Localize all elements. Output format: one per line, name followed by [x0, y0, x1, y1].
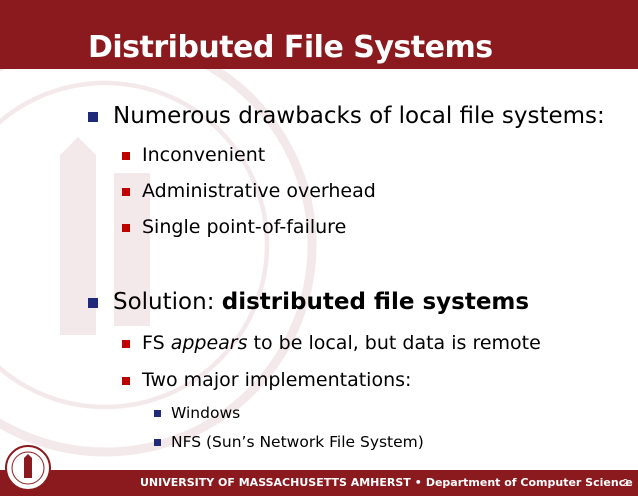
- bullet-text-pre: FS: [142, 332, 171, 354]
- bullet-text: Inconvenient: [142, 144, 266, 166]
- bullet-square-icon: [88, 112, 98, 122]
- bullet-text: Windows: [171, 404, 241, 422]
- bullet-text: Single point-of-failure: [142, 216, 347, 238]
- bullet-local-fs-drawbacks: Numerous drawbacks of local file systems…: [88, 103, 605, 129]
- bullet-two-implementations: Two major implementations:: [122, 369, 412, 391]
- slide-title: Distributed File Systems: [88, 30, 493, 65]
- bullet-nfs: NFS (Sun’s Network File System): [154, 433, 424, 451]
- header-band: [0, 0, 638, 69]
- bullet-square-icon: [122, 224, 130, 232]
- page-number: 2: [622, 478, 628, 489]
- bullet-square-icon: [122, 340, 130, 348]
- bullet-text: NFS (Sun’s Network File System): [171, 433, 424, 451]
- bullet-text-bold: distributed file systems: [221, 289, 530, 315]
- bullet-windows: Windows: [154, 404, 241, 422]
- footer-text: UNIVERSITY OF MASSACHUSETTS AMHERST•Depa…: [140, 476, 633, 489]
- umass-seal-logo-icon: [5, 445, 51, 491]
- bullet-square-icon: [154, 439, 161, 446]
- bullet-list: Numerous drawbacks of local file systems…: [88, 103, 605, 451]
- bullet-inconvenient: Inconvenient: [122, 144, 266, 166]
- bullet-text: Numerous drawbacks of local file systems…: [113, 103, 605, 129]
- footer-department: Department of Computer Science: [425, 476, 633, 489]
- bullet-square-icon: [122, 377, 130, 385]
- footer-separator: •: [414, 476, 422, 489]
- bullet-text-prefix: Solution:: [113, 289, 222, 315]
- bullet-text: Administrative overhead: [142, 180, 376, 202]
- bullet-fs-appears-local: FS appears to be local, but data is remo…: [122, 332, 541, 354]
- bullet-admin-overhead: Administrative overhead: [122, 180, 376, 202]
- bullet-text-post: to be local, but data is remote: [247, 332, 541, 354]
- bullet-text-em: appears: [170, 332, 248, 354]
- bullet-solution: Solution: distributed file systems: [88, 289, 530, 315]
- bullet-single-point-failure: Single point-of-failure: [122, 216, 347, 238]
- bullet-square-icon: [88, 298, 98, 308]
- bullet-square-icon: [154, 410, 161, 417]
- bullet-text: Two major implementations:: [142, 369, 412, 391]
- footer-band: [0, 470, 638, 496]
- bullet-square-icon: [122, 188, 130, 196]
- footer-university: UNIVERSITY OF MASSACHUSETTS AMHERST: [140, 476, 411, 489]
- bullet-square-icon: [122, 152, 130, 160]
